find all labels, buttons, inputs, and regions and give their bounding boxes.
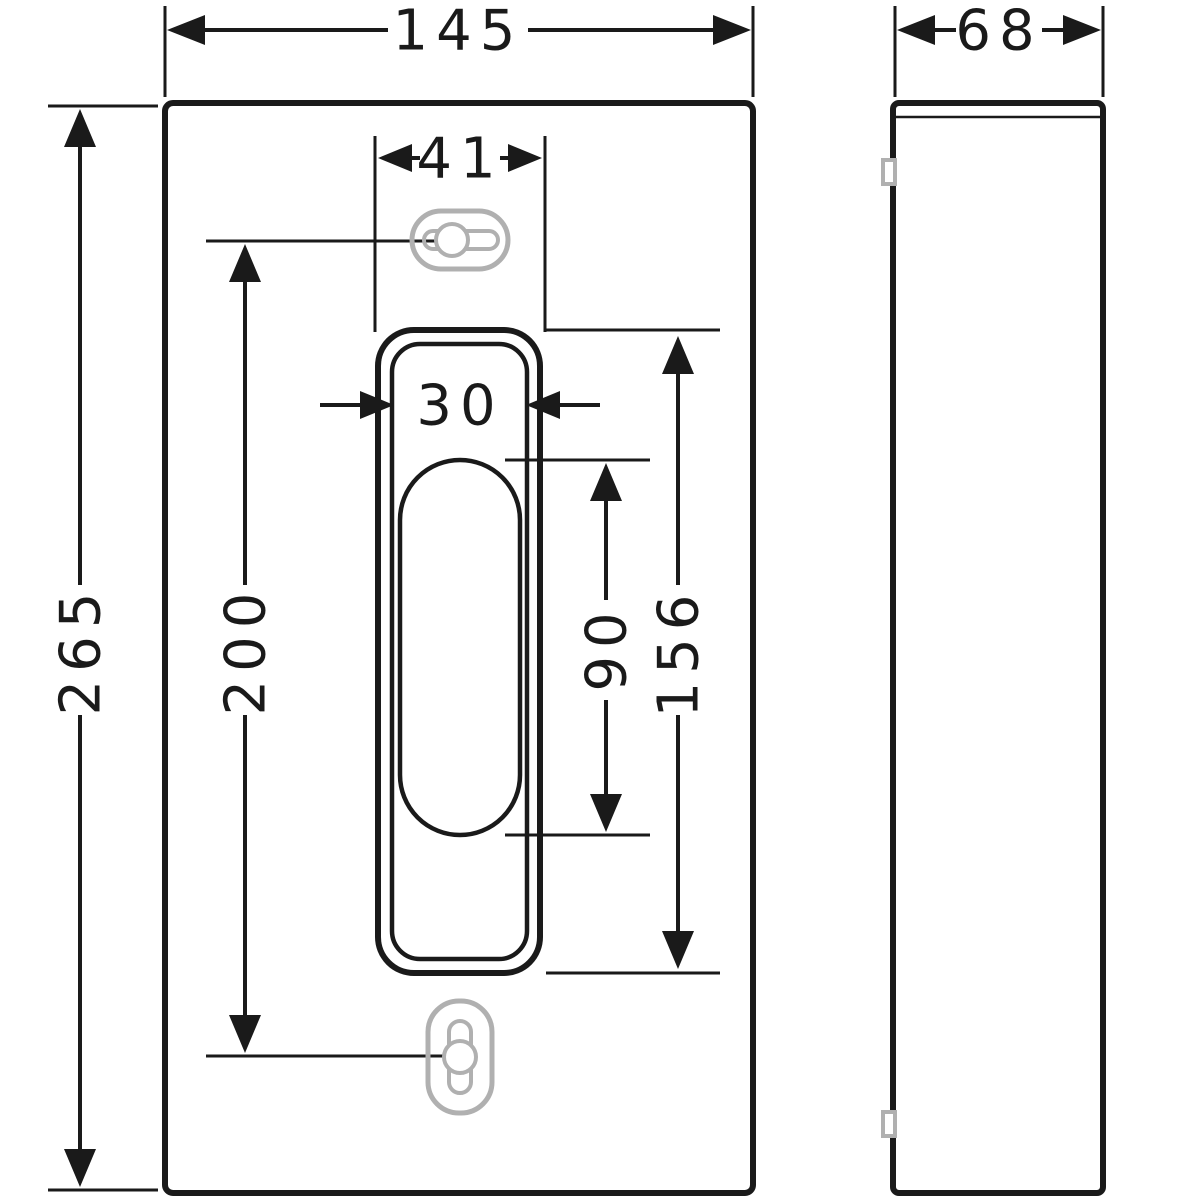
keyhole-top-circle: [434, 222, 470, 258]
arrow-left-icon: [167, 15, 205, 45]
keyhole-top-outer: [409, 208, 511, 272]
arrow-right-icon: [508, 144, 542, 172]
arrow-right-icon: [1063, 15, 1101, 45]
dim-cutout-width: 41: [378, 127, 542, 192]
dim-label-hole-spacing: 200: [214, 585, 279, 716]
front-body-outline: [162, 100, 756, 1196]
dim-label-overall-width: 145: [393, 0, 524, 64]
side-view: [881, 100, 1106, 1196]
arrow-down-icon: [590, 794, 622, 832]
side-clip-bottom: [881, 1110, 897, 1138]
arrow-right-icon: [360, 391, 394, 419]
arrow-up-icon: [590, 463, 622, 501]
dim-label-depth: 68: [955, 0, 1042, 64]
keyhole-bottom-circle: [442, 1039, 478, 1075]
dim-depth: 68: [897, 0, 1101, 64]
arrow-down-icon: [662, 931, 694, 969]
dim-label-inner-width: 30: [416, 374, 503, 439]
dim-inner-width: 30: [320, 374, 600, 439]
side-clip-top: [881, 158, 897, 186]
dim-opening-height: 90: [575, 463, 640, 832]
dim-overall-width: 145: [167, 0, 751, 64]
arrow-down-icon: [229, 1015, 261, 1053]
arrow-down-icon: [64, 1149, 96, 1187]
mounting-keyhole-top: [409, 208, 511, 272]
dim-cutout-height: 156: [647, 336, 712, 969]
dim-overall-height: 265: [49, 109, 114, 1187]
front-view: [162, 100, 756, 1196]
arrow-up-icon: [64, 109, 96, 147]
dim-hole-spacing: 200: [214, 244, 279, 1053]
arrow-left-icon: [897, 15, 935, 45]
keyhole-bottom-outer: [425, 998, 495, 1116]
arrow-up-icon: [662, 336, 694, 374]
tissue-slot-opening: [397, 457, 523, 838]
dim-label-cutout-width: 41: [416, 127, 503, 192]
dim-label-opening-height: 90: [575, 604, 640, 691]
side-body-outline: [890, 100, 1106, 1196]
tissue-cutout-outer: [375, 327, 543, 976]
arrow-up-icon: [229, 244, 261, 282]
dim-label-cutout-height: 156: [647, 587, 712, 718]
arrow-right-icon: [713, 15, 751, 45]
arrow-left-icon: [378, 144, 412, 172]
arrow-left-icon: [526, 391, 560, 419]
extension-lines: [48, 6, 1105, 1192]
mounting-keyhole-bottom: [425, 998, 495, 1116]
dim-label-overall-height: 265: [49, 585, 114, 716]
tissue-cutout-inner: [389, 341, 530, 962]
